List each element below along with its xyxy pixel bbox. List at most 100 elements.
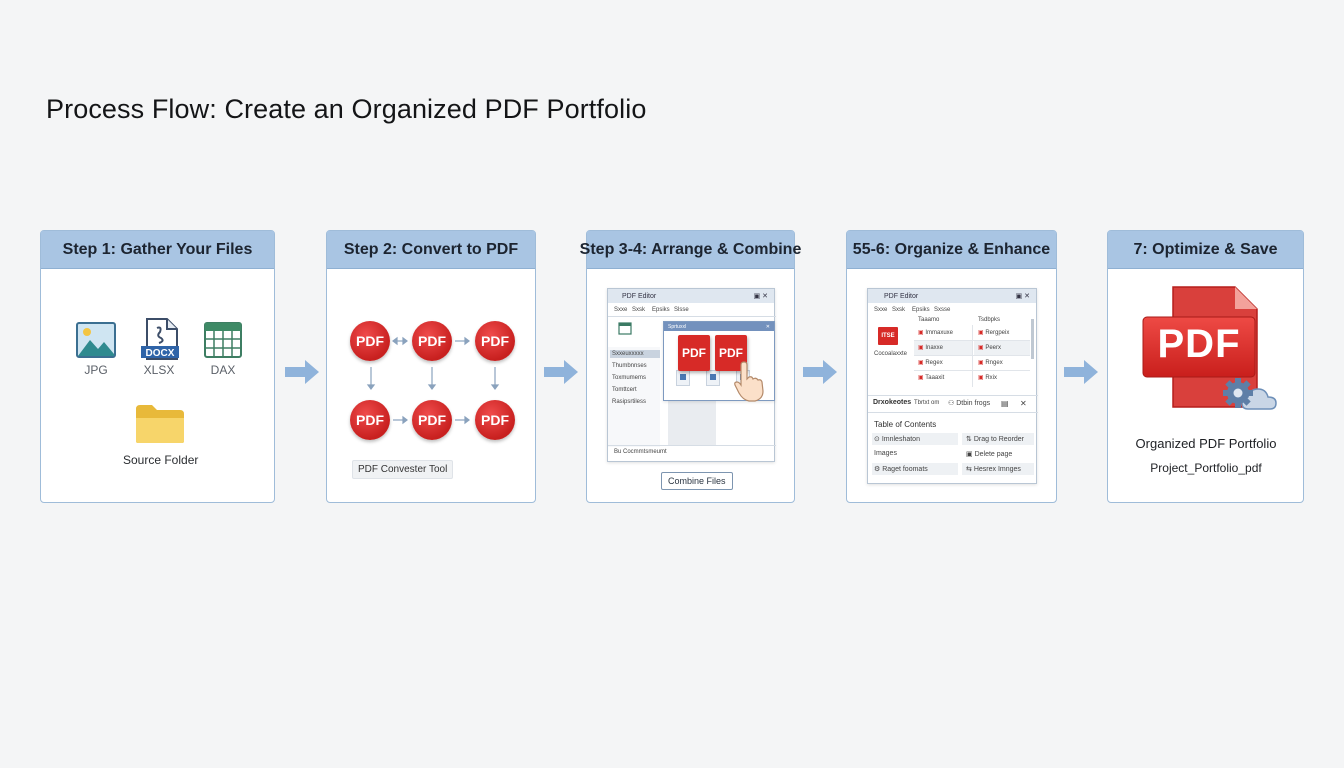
itse-sub-label: Cocoalaxxte: [874, 351, 908, 357]
organize-title: PDF Editor: [884, 292, 919, 300]
page-item-1-1[interactable]: ▣ Immaxuxe: [918, 330, 954, 336]
expand-icon[interactable]: ✕: [1020, 399, 1027, 408]
toolbar-item-2[interactable]: Tbrtxt om: [914, 400, 940, 406]
toc-row-3-bg-right: [962, 463, 1034, 475]
sidebar-item-4[interactable]: Tomttcert: [612, 387, 637, 393]
page-item-2-2[interactable]: ▣ Peerx: [978, 345, 1002, 351]
page-item-3-1[interactable]: ▣ Regex: [918, 360, 943, 366]
xlsx-label: XLSX: [143, 363, 175, 377]
col-header-2: Tsdbpks: [978, 317, 1001, 323]
calendar-icon: [618, 322, 632, 335]
popup-titlebar: Sprtuxxl ✕: [664, 322, 774, 331]
org-menu-2[interactable]: Sxsk: [892, 307, 906, 313]
page-item-3-2[interactable]: ▣ Rngex: [978, 360, 1003, 366]
page-item-3-1-label: Regex: [925, 360, 943, 366]
editor-titlebar: PDF Editor ▣ ✕: [608, 289, 774, 303]
sidebar-item-1[interactable]: Sxxeuxxxxx: [610, 350, 660, 358]
popup-title: Sprtuxxl: [668, 323, 687, 330]
window-controls[interactable]: ▣ ✕: [753, 293, 768, 300]
editor-status: Bu Cocmmtsmeumt: [614, 449, 667, 455]
file-thumb-2[interactable]: [706, 370, 720, 386]
col-header-1: Taaamo: [918, 317, 940, 323]
flow-arrow-4: [1064, 360, 1098, 384]
document-file-icon: [141, 318, 179, 360]
page-item-4-2[interactable]: ▣ Rxix: [978, 375, 998, 381]
organize-toolbar: [868, 395, 1038, 413]
drag-to-reorder-action[interactable]: ⇅ Drag to Reorder: [966, 435, 1024, 443]
page-grid: [914, 325, 1032, 389]
pdf-circle-5: PDF: [412, 400, 452, 440]
page-item-1-2-label: Rergpeix: [985, 330, 1010, 336]
drag-to-reorder-label: Drag to Reorder: [973, 436, 1025, 443]
toc-item-3-label: Raget foomats: [882, 466, 928, 473]
pdf-document-1[interactable]: PDF: [678, 335, 710, 371]
table-of-contents-label: Table of Contents: [874, 420, 937, 429]
save-icon[interactable]: ▤: [1001, 399, 1009, 408]
organize-scrollbar[interactable]: [1031, 319, 1034, 359]
converter-tool-label: PDF Convester Tool: [352, 460, 454, 479]
flow-arrow-2: [544, 360, 578, 384]
toc-item-3[interactable]: ⚙ Raget foomats: [874, 465, 928, 473]
toolbar-item-3-label: Dtbin frogs: [956, 400, 991, 407]
toc-item-1-label: Imnleshaton: [881, 436, 920, 443]
step-3-4-header: Step 3-4: Arrange & Combine: [580, 231, 801, 269]
editor-sidebar: Sxxeuxxxxx Thumbnnses Toxmumems Tomttcer…: [608, 347, 660, 447]
step-7-card: 7: Optimize & Save PDF Organized PDF Por: [1107, 230, 1304, 503]
combine-files-button[interactable]: Combine Files: [661, 472, 733, 490]
org-menu-4[interactable]: Sxsse: [934, 307, 951, 313]
editor-title: PDF Editor: [622, 292, 657, 300]
org-menu-3[interactable]: Epsiks: [912, 307, 930, 313]
menu-item-4[interactable]: Slsse: [674, 307, 689, 313]
pdf-circle-2: PDF: [412, 321, 452, 361]
sidebar-item-3[interactable]: Toxmumems: [612, 375, 647, 381]
step-2-card: Step 2: Convert to PDF PDF PDF PDF PDF P…: [326, 230, 536, 503]
toc-item-2[interactable]: Images: [874, 450, 897, 457]
spreadsheet-file-icon: [204, 322, 242, 358]
page-item-4-1[interactable]: ▣ Taaaxit: [918, 375, 945, 381]
toc-bullet-icon: ⊙: [874, 436, 880, 443]
page-item-4-1-label: Taaaxit: [925, 375, 945, 381]
popup-close-icon[interactable]: ✕: [765, 323, 770, 330]
images-action[interactable]: ⇆ Hesrex Imnges: [966, 465, 1021, 473]
pdf-file-icon: [1142, 286, 1258, 408]
folder-icon: [136, 405, 184, 443]
organize-window-controls[interactable]: ▣ ✕: [1015, 293, 1030, 300]
gear-cloud-icon: [1223, 378, 1277, 410]
file-thumb-1[interactable]: [676, 370, 690, 386]
page-item-2-2-label: Peerx: [985, 345, 1002, 351]
page-item-4-2-label: Rxix: [985, 375, 998, 381]
delete-page-action[interactable]: ▣ Delete page: [966, 450, 1012, 458]
delete-page-label: Delete page: [974, 451, 1013, 458]
toc-item-1[interactable]: ⊙ Imnleshaton: [874, 435, 920, 443]
hand-pointer-icon: [734, 361, 764, 402]
dax-label: DAX: [210, 363, 236, 377]
pdf-circle-4: PDF: [350, 400, 390, 440]
page-item-2-1[interactable]: ▣ Inaxxe: [918, 345, 944, 351]
editor-status-line: [608, 445, 776, 446]
delete-icon: ▣: [966, 451, 973, 458]
toolbar-item-3[interactable]: ⚇ Dtbin frogs: [948, 399, 990, 407]
big-pdf-label: PDF: [1157, 322, 1241, 366]
toc-row-1-bg: [872, 433, 958, 445]
page-title: Process Flow: Create an Organized PDF Po…: [46, 94, 647, 124]
org-menu-1[interactable]: Sxxe: [874, 307, 888, 313]
menu-item-1[interactable]: Sxxe: [614, 307, 628, 313]
toolbar-item-1[interactable]: Drxokeotes: [873, 399, 912, 406]
toc-row-3-bg: [872, 463, 958, 475]
organize-editor-window: PDF Editor ▣ ✕ Sxxe Sxsk Epsiks Sxsse IT…: [867, 288, 1038, 484]
sidebar-item-5[interactable]: Rasipsrtiless: [612, 399, 647, 405]
menu-item-3[interactable]: Epsiks: [652, 307, 670, 313]
step-7-header: 7: Optimize & Save: [1108, 231, 1303, 269]
menu-item-2[interactable]: Sxsk: [632, 307, 646, 313]
step-1-header: Step 1: Gather Your Files: [41, 231, 274, 269]
editor-toolbar-line: [608, 316, 776, 317]
settings-icon: ⚙: [874, 466, 881, 473]
pdf-circle-3: PDF: [475, 321, 515, 361]
sidebar-item-2[interactable]: Thumbnnses: [612, 363, 647, 369]
organize-titlebar: PDF Editor ▣ ✕: [868, 289, 1036, 303]
image-file-icon: [76, 322, 116, 358]
step-1-card: Step 1: Gather Your Files JPG DOCX XLSX …: [40, 230, 275, 503]
step-3-4-card: Step 3-4: Arrange & Combine PDF Editor ▣…: [580, 230, 801, 503]
page-item-1-2[interactable]: ▣ Rergpeix: [978, 330, 1010, 336]
flow-arrow-3: [803, 360, 837, 384]
